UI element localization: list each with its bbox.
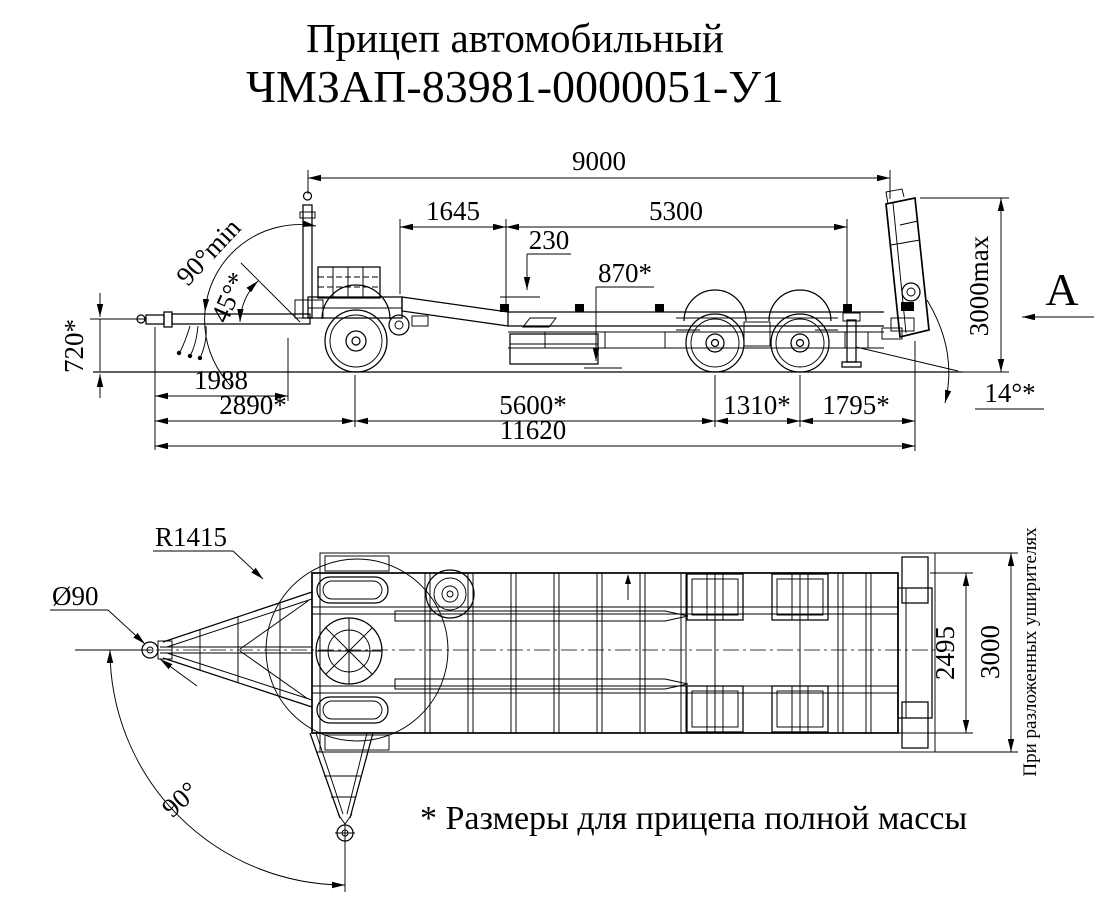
width-note: При разложенных уширителях	[1020, 527, 1041, 777]
dim-eye-diameter: Ø90	[52, 581, 99, 611]
dim-eye-to-front-axle: 2890*	[219, 390, 287, 420]
rear-end-plan	[897, 556, 933, 749]
drawbar-plan-swung	[309, 732, 374, 892]
drawing-title-line1: Прицеп автомобильный	[306, 15, 724, 61]
plan-dimensions: 90° R1415 Ø90 2495 3000 При разложенных …	[50, 522, 1041, 889]
drawbar-side	[90, 311, 311, 361]
drawing-title-line2: ЧМЗАП-83981-0000051-У1	[246, 61, 784, 112]
dim-gooseneck-length: 1645	[426, 196, 480, 226]
dim-deck-length: 9000	[572, 146, 626, 176]
mast	[294, 191, 324, 319]
dim-step-height: 230	[529, 225, 570, 255]
dim-ramp-angle: 14°*	[984, 378, 1035, 408]
main-frame-plan	[311, 572, 899, 734]
front-wheel	[321, 284, 429, 373]
rear-wheels-plan	[686, 573, 829, 733]
spare-wheel	[425, 569, 475, 619]
dim-front-to-rear-axle: 5600*	[499, 390, 567, 420]
dim-deck-height: 870*	[598, 258, 652, 288]
dim-rear-overhang: 1795*	[822, 390, 890, 420]
dim-hitch-height: 720*	[59, 319, 89, 373]
drawbar-plan	[141, 591, 313, 708]
footnote: * Размеры для прицепа полной массы	[420, 800, 968, 837]
cross-members	[394, 573, 872, 733]
dim-overall-length: 11620	[500, 415, 567, 445]
dim-drawbar-swing-angle: 90°	[156, 776, 204, 824]
dim-drawbar-length: 1988	[194, 365, 248, 395]
plan-view-drawing: 90° R1415 Ø90 2495 3000 При разложенных …	[50, 522, 1041, 892]
view-label-a: A	[1045, 264, 1078, 315]
rear-bogie	[676, 289, 862, 373]
dim-frame-width: 2495	[930, 626, 960, 680]
dim-rear-axle-spacing: 1310*	[723, 390, 791, 420]
dim-overall-width: 3000	[975, 625, 1005, 679]
dim-platform-length: 5300	[649, 196, 703, 226]
side-dimensions: 9000 1645 5300 230 870* 720*	[59, 146, 1094, 451]
cargo-stack	[317, 266, 381, 299]
dim-swing-radius: R1415	[155, 522, 227, 552]
dim-ramp-height: 3000max	[964, 235, 994, 336]
rear-ramp	[855, 188, 959, 372]
side-view-drawing: 9000 1645 5300 230 870* 720*	[59, 146, 1094, 451]
frame-side	[307, 296, 884, 365]
